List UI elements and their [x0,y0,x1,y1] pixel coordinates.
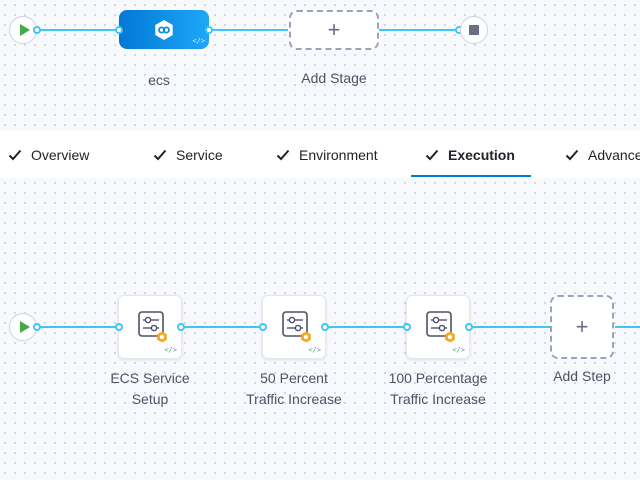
stop-icon [469,25,479,35]
connector-line [210,29,288,31]
ecs-step-icon [138,311,164,337]
connector-port [33,323,41,331]
ecs-step-icon [282,311,308,337]
check-icon [153,149,167,160]
check-icon [425,149,439,160]
connector-line [379,29,459,31]
active-tab-indicator [411,175,531,177]
tab-label: Environment [299,146,378,163]
code-icon[interactable]: </> [452,346,465,354]
connector-line [470,326,550,328]
pipeline-end-button [460,16,488,44]
step-label-line: Setup [131,391,169,407]
connector-line [182,326,262,328]
tab-service[interactable]: Service [153,131,223,178]
check-icon [276,149,290,160]
pipeline-studio-canvas: </> ecs + Add Stage [0,0,640,131]
gear-icon [301,331,311,343]
step-label: ECS Service Setup [90,368,210,410]
play-icon [19,321,30,333]
connector-port [205,26,213,34]
gear-icon [445,331,455,343]
connector-port [115,26,123,34]
play-icon [19,24,30,36]
tab-label: Overview [31,146,90,163]
pipeline-start-button[interactable] [9,16,37,44]
add-step-button[interactable]: + [550,295,614,359]
add-step-label[interactable]: Add Step [553,368,611,384]
step-label: 50 Percent Traffic Increase [229,368,359,410]
stage-label: ecs [148,72,170,88]
connector-port [403,323,411,331]
ecs-step-icon [426,311,452,337]
ecs-deploy-icon [155,19,173,40]
tab-advanced[interactable]: Advance [565,131,640,178]
stage-node-ecs[interactable]: </> [119,10,209,49]
connector-line [38,326,118,328]
tab-label: Advance [588,146,640,163]
connector-port [321,323,329,331]
connector-port [259,323,267,331]
step-node-50-percent-traffic-increase[interactable]: </> [262,295,326,359]
tab-overview[interactable]: Overview [8,131,89,178]
connector-line [615,326,640,328]
stage-tabs: Overview Service Environment Execution A… [0,131,640,179]
add-stage-button[interactable]: + [289,10,379,50]
step-label-line: 50 Percent [260,370,328,386]
step-label-line: Traffic Increase [390,391,486,407]
connector-port [115,323,123,331]
connector-line [326,326,406,328]
connector-port [177,323,185,331]
code-icon[interactable]: </> [192,37,205,45]
tab-label: Execution [448,146,515,163]
add-stage-label[interactable]: Add Stage [301,70,367,86]
gear-icon [157,331,167,343]
connector-line [38,29,118,31]
tab-execution[interactable]: Execution [425,131,515,178]
step-node-100-percentage-traffic-increase[interactable]: </> [406,295,470,359]
connector-port [465,323,473,331]
connector-port [33,26,41,34]
check-icon [565,149,579,160]
tab-environment[interactable]: Environment [276,131,378,178]
code-icon[interactable]: </> [164,346,177,354]
step-label-line: 100 Percentage [388,370,488,386]
step-label-line: Traffic Increase [246,391,342,407]
code-icon[interactable]: </> [308,346,321,354]
step-node-ecs-service-setup[interactable]: </> [118,295,182,359]
plus-icon: + [575,314,589,339]
tab-label: Service [176,146,223,163]
step-label-line: ECS Service [110,370,190,386]
plus-icon: + [327,17,341,42]
execution-canvas: </> ECS Service Setup </> 50 Percent Tra… [0,178,640,480]
check-icon [8,149,22,160]
step-label: 100 Percentage Traffic Increase [373,368,503,410]
